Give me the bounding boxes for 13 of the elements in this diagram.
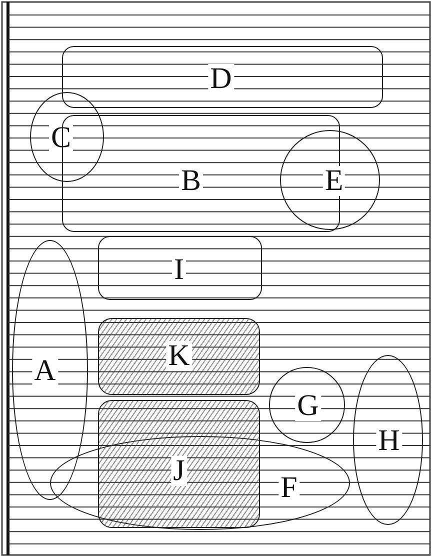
- rounded-rectangle: [62, 46, 383, 108]
- rounded-rectangle: [98, 236, 262, 300]
- ellipse: [30, 92, 104, 182]
- ellipse: [12, 240, 88, 500]
- shape-label: J: [171, 456, 187, 486]
- shape-label: A: [32, 356, 58, 386]
- circle: [280, 130, 380, 230]
- hatched-rounded-rectangle: [98, 400, 260, 528]
- ellipse: [353, 355, 423, 525]
- hatched-rounded-rectangle: [98, 318, 260, 395]
- circle: [269, 367, 345, 443]
- shape-label: K: [166, 341, 192, 371]
- shape-label: E: [322, 166, 346, 196]
